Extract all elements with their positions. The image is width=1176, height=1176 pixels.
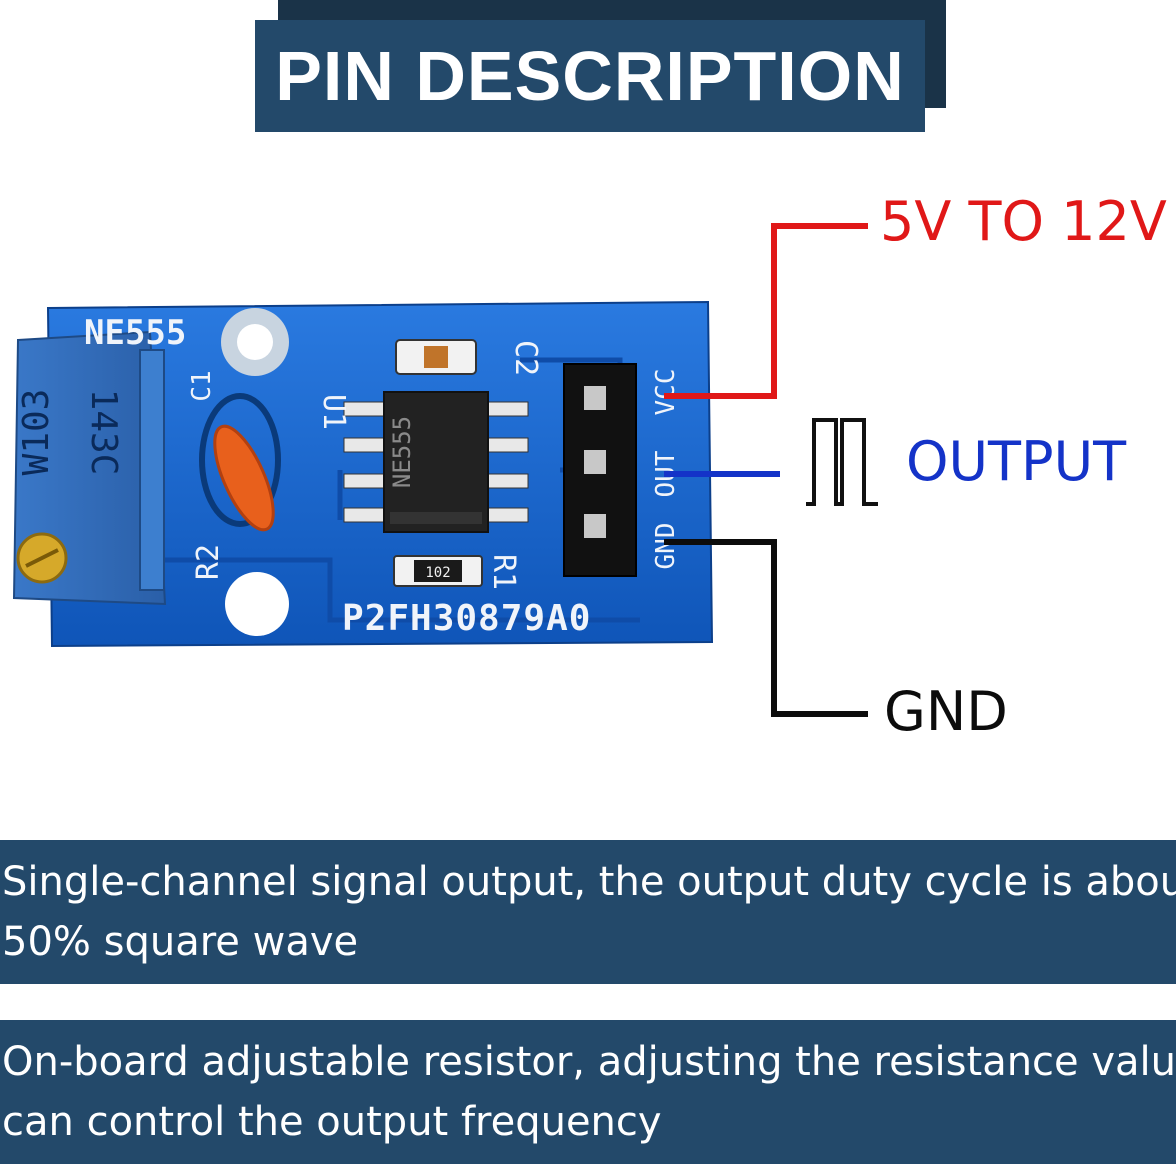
gnd-label: GND [884,680,1008,743]
r2-label: R2 [191,544,226,580]
note-duty-cycle: Single-channel signal output, the output… [0,840,1176,984]
pin-header [563,363,637,577]
ne555-chip [343,391,529,533]
capacitor-c2 [395,339,477,375]
capacitor-c1 [199,393,281,532]
potentiometer [12,330,167,606]
vcc-voltage-label: 5V TO 12V [880,190,1167,253]
page-title: PIN DESCRIPTION [275,37,905,115]
resistor-value: 102 [425,565,450,581]
note-adjustable-resistor: On-board adjustable resistor, adjusting … [0,1020,1176,1164]
vcc-wire [664,223,868,399]
note-duty-cycle-line-1: Single-channel signal output, the output… [2,859,1176,905]
module-diagram: NE555 143C W103 C1 C2 U1 R2 R1 102 NE555… [0,140,1176,820]
board-serial: P2FH30879A0 [342,598,591,639]
resistor-r1 [393,555,483,587]
r1-label: R1 [486,554,521,590]
board-name-label: NE555 [84,313,186,353]
c2-label: C2 [508,340,543,376]
note-adjustable-resistor-line-2: can control the output frequency [2,1099,662,1145]
pot-label-2: W103 [16,389,57,476]
mounting-hole-top [221,308,289,376]
note-adjustable-resistor-line-1: On-board adjustable resistor, adjusting … [2,1039,1176,1085]
pin-label-vcc: VCC [651,369,681,416]
u1-label: U1 [316,394,351,430]
pot-label-1: 143C [83,389,124,476]
gnd-wire [664,539,868,717]
square-wave-icon [806,418,878,506]
pin-label-gnd: GND [651,523,681,570]
c1-label: C1 [187,370,217,401]
output-label: OUTPUT [906,430,1127,493]
ic-label: NE555 [388,416,416,488]
note-duty-cycle-line-2: 50% square wave [2,919,359,965]
mounting-hole-bottom [225,572,289,636]
title-banner: PIN DESCRIPTION [255,20,925,132]
